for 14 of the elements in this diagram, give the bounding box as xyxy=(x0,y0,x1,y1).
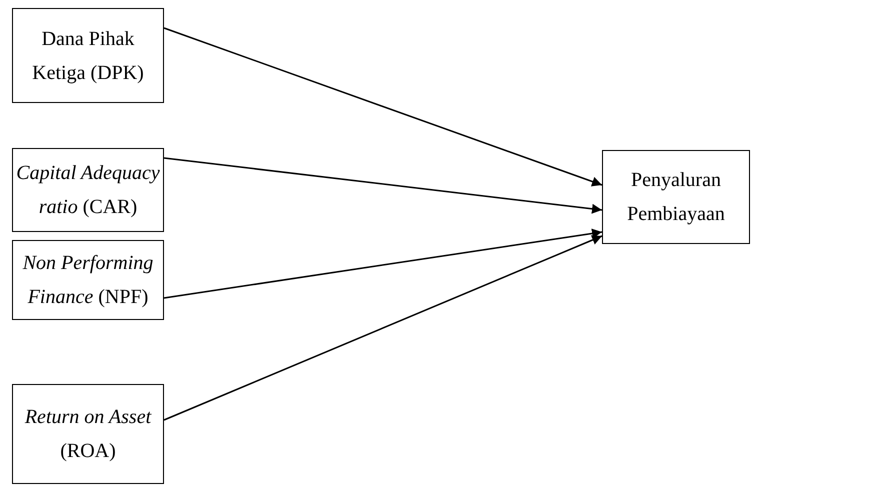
variable-box xyxy=(12,384,164,484)
node-label: Non Performing Finance (NPF) xyxy=(22,251,154,310)
variable-box xyxy=(12,8,164,103)
variable-box xyxy=(12,148,164,232)
node-label: Capital Adequacy ratio (CAR) xyxy=(15,161,161,220)
node-label: Penyaluran Pembiayaan xyxy=(626,168,726,227)
arrow xyxy=(164,27,602,186)
node-label: Dana Pihak Ketiga (DPK) xyxy=(31,26,145,86)
arrow xyxy=(164,235,602,421)
variable-box xyxy=(12,240,164,320)
node-label: Return on Asset (ROA) xyxy=(24,405,152,464)
arrow xyxy=(164,228,602,299)
outcome-box xyxy=(602,150,750,244)
arrow xyxy=(164,157,602,214)
